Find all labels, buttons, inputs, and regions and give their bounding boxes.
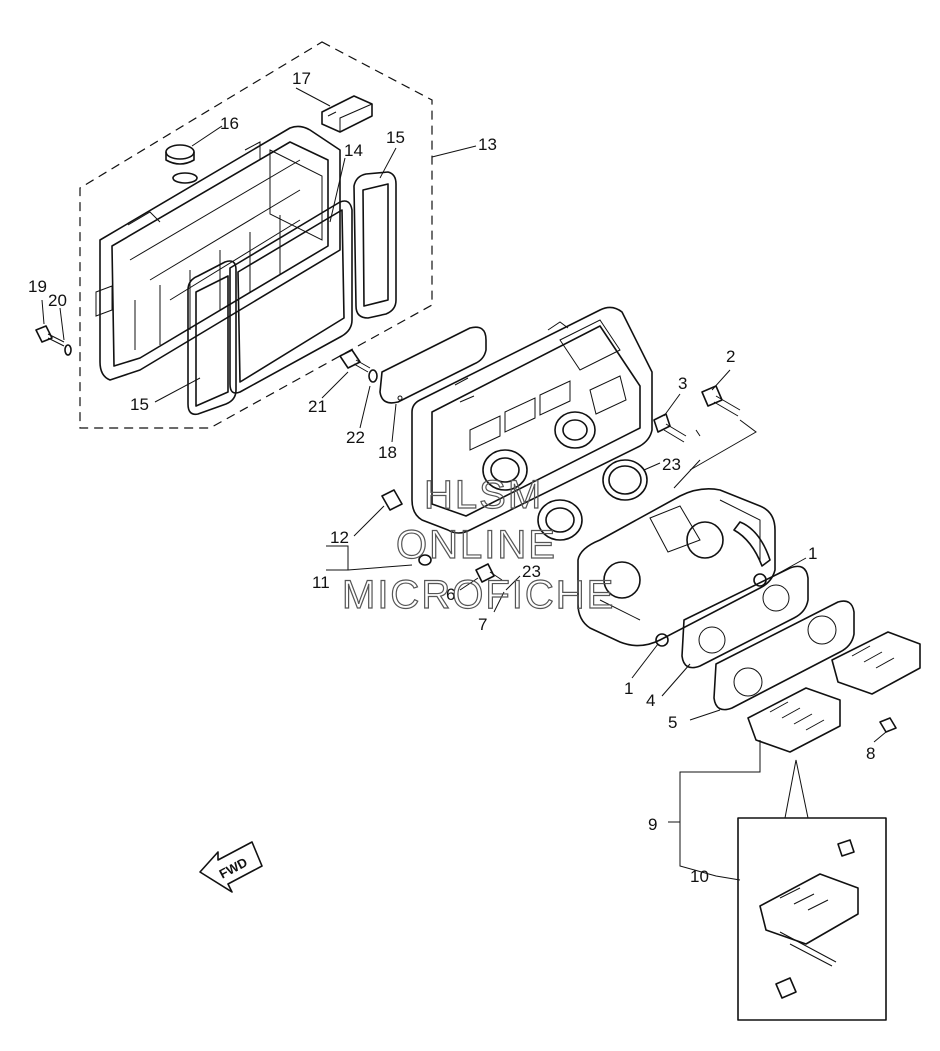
assembly-13-boundary <box>79 41 433 429</box>
callout-23-upper: 23 <box>662 455 681 474</box>
stud-3-part <box>653 413 687 443</box>
plate-18-part <box>379 326 487 404</box>
callout-5: 5 <box>668 713 677 732</box>
gasket-4-part <box>681 565 809 669</box>
bolt-21-part <box>339 349 378 383</box>
airbox-cover-part <box>95 125 341 381</box>
forward-arrow-icon: FWD <box>199 841 263 893</box>
callout-16: 16 <box>220 114 239 133</box>
gasket-15-upper-part <box>353 171 397 319</box>
nut-1-lower-part <box>655 633 669 647</box>
callout-9: 9 <box>648 815 657 834</box>
pin-8-part <box>879 717 897 733</box>
bolt-19-part <box>35 325 72 356</box>
callout-1-upper: 1 <box>808 544 817 563</box>
plug-6-part <box>418 554 432 566</box>
connector-17-part <box>321 95 373 133</box>
gasket-14-part <box>229 200 353 394</box>
reed-valve-9-part <box>747 631 921 753</box>
airbox-body-part <box>411 306 653 534</box>
callout-17: 17 <box>292 69 311 88</box>
airbox-port-rings <box>482 411 596 541</box>
intake-ring-23-part <box>602 459 648 501</box>
leader-lines <box>41 87 887 881</box>
callout-10: 10 <box>690 867 709 886</box>
callout-12: 12 <box>330 528 349 547</box>
callout-15-upper: 15 <box>386 128 405 147</box>
gasket-15-lower-part <box>187 260 237 416</box>
callout-23-lower: 23 <box>522 562 541 581</box>
callout-20: 20 <box>48 291 67 310</box>
callout-6: 6 <box>446 585 455 604</box>
gasket-5-part <box>713 600 855 711</box>
callout-2: 2 <box>726 347 735 366</box>
callout-18: 18 <box>378 443 397 462</box>
screw-7-part <box>475 563 503 583</box>
watermark-line-2: ONLINE <box>396 523 557 567</box>
callout-21: 21 <box>308 397 327 416</box>
callout-4: 4 <box>646 691 655 710</box>
callout-11: 11 <box>312 573 330 592</box>
callout-labels: 1 1 2 3 4 5 6 7 8 9 10 11 12 13 14 15 15… <box>28 69 875 886</box>
watermark-line-1: HLSM <box>424 473 543 517</box>
reed-detail-inset <box>737 817 887 1021</box>
cap-16-part <box>165 144 198 184</box>
callout-22: 22 <box>346 428 365 447</box>
callout-8: 8 <box>866 744 875 763</box>
callout-19: 19 <box>28 277 47 296</box>
callout-3: 3 <box>678 374 687 393</box>
callout-13: 13 <box>478 135 497 154</box>
plug-12-part <box>381 489 403 511</box>
callout-15-lower: 15 <box>130 395 149 414</box>
throttle-body-part <box>577 488 776 647</box>
callout-1-lower: 1 <box>624 679 633 698</box>
callout-7: 7 <box>478 615 487 634</box>
watermark: HLSM ONLINE MICROFICHE <box>341 472 615 617</box>
callout-14: 14 <box>344 141 363 160</box>
bolt-2-part <box>701 385 741 417</box>
nut-1-upper-part <box>753 573 767 587</box>
watermark-line-3: MICROFICHE <box>342 573 615 617</box>
